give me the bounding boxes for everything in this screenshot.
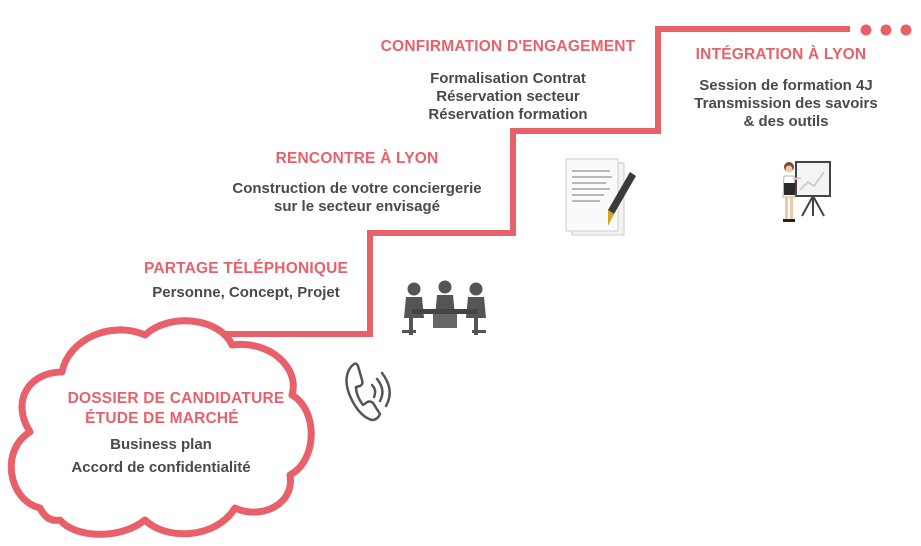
step-text-partage: Personne, Concept, Projet	[152, 284, 340, 302]
phone-icon	[345, 362, 391, 422]
step-text-dossier: Business plan Accord de confidentialité	[71, 436, 250, 477]
step-title-confirmation: CONFIRMATION D'ENGAGEMENT	[380, 38, 636, 55]
step-line: Construction de votre conciergerie	[232, 180, 482, 197]
staircase-path	[225, 26, 850, 337]
presenter-icon	[782, 161, 831, 222]
meeting-icon	[402, 280, 486, 335]
step-text-integration: Session de formation 4J Transmission des…	[694, 77, 877, 131]
contract-signing-icon	[565, 158, 636, 236]
step-line: Personne, Concept, Projet	[152, 284, 340, 301]
step-line: Réservation secteur	[436, 88, 580, 105]
step-title-partage: PARTAGE TÉLÉPHONIQUE	[143, 260, 349, 277]
step-title-integration: INTÉGRATION À LYON	[695, 46, 867, 63]
step-text-rencontre: Construction de votre conciergerie sur l…	[232, 180, 481, 216]
step-line: Accord de confidentialité	[71, 459, 251, 476]
step-line: Session de formation 4J	[699, 77, 873, 94]
step-title-etude: ÉTUDE DE MARCHÉ	[85, 410, 239, 427]
step-line: sur le secteur envisagé	[274, 198, 440, 215]
step-line: Réservation formation	[428, 106, 588, 123]
step-text-confirmation: Formalisation Contrat Réservation secteu…	[428, 70, 587, 124]
step-title-rencontre: RENCONTRE À LYON	[275, 150, 439, 167]
step-title-dossier: DOSSIER DE CANDIDATURE	[67, 390, 285, 407]
cloud-shape	[7, 317, 315, 538]
step-line: Business plan	[110, 436, 212, 453]
step-line: & des outils	[743, 113, 829, 130]
step-line: Formalisation Contrat	[430, 70, 586, 87]
step-line: Transmission des savoirs	[694, 95, 878, 112]
ellipsis-dots-icon	[860, 24, 912, 36]
